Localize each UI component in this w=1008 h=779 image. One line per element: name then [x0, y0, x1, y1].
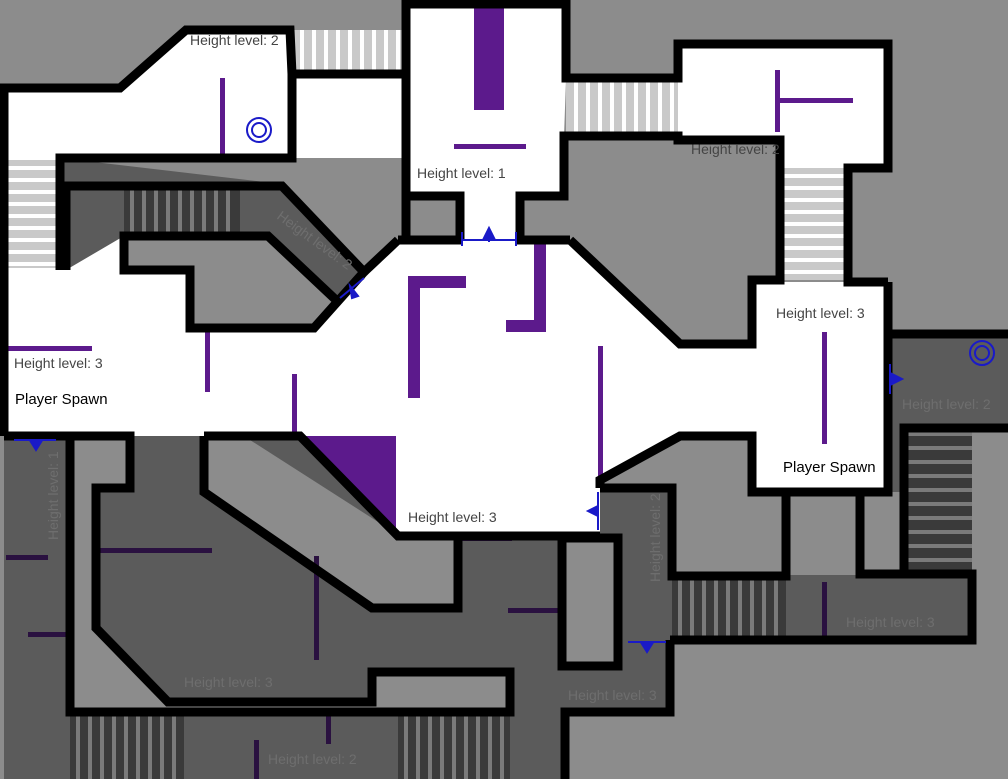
wall-bottom-main	[4, 431, 515, 717]
door-marker-center	[585, 492, 599, 530]
wall-right-island	[855, 492, 904, 579]
wall-center-diag	[360, 236, 402, 276]
stairs-inner-dark	[124, 186, 240, 234]
label-height-left-vertical: Height level: 1	[45, 451, 61, 540]
upper-room-left	[4, 236, 888, 536]
label-player-spawn-left: Player Spawn	[15, 391, 108, 408]
wall-top-center-lower	[410, 191, 465, 240]
mid-island-pillar	[562, 538, 618, 666]
stairs-bottom-right	[672, 578, 786, 636]
stairs	[6, 30, 972, 779]
label-height-3-bottom-right: Height level: 3	[846, 614, 935, 630]
stairs-left-vertical	[6, 160, 58, 268]
cover-left-post-1	[205, 328, 210, 392]
mid-island-far-right	[860, 492, 904, 572]
wall-top-left	[0, 25, 297, 436]
mid-island-left	[72, 440, 510, 712]
cover-top-center-block	[474, 6, 504, 110]
mid-island-ramp	[204, 440, 458, 608]
label-height-2-far-right: Height level: 2	[902, 396, 991, 412]
cover-center-r-horizontal	[506, 320, 546, 332]
door-markers	[14, 225, 905, 654]
stairs-bottom-center	[398, 716, 510, 779]
label-height-3-right: Height level: 3	[776, 305, 865, 321]
cover-center-r-vertical	[534, 242, 546, 332]
door-marker-bottom	[628, 641, 666, 654]
label-height-3-center: Height level: 3	[408, 509, 497, 525]
cover-center-post	[598, 346, 603, 480]
wall-pillar	[557, 533, 623, 671]
label-height-3-left: Height level: 3	[14, 355, 103, 371]
cover-top-center-bar	[454, 144, 526, 149]
wall-bottom-right	[560, 640, 675, 779]
stairs-top-center	[566, 82, 678, 132]
target-icon	[246, 117, 272, 143]
stairs-right-vertical	[782, 168, 848, 280]
wall-top-center	[401, 0, 893, 287]
stairs-far-right	[908, 426, 972, 574]
upper-room-top-center	[410, 6, 566, 242]
label-player-spawn-right: Player Spawn	[783, 459, 876, 476]
wall-inner-island	[61, 181, 371, 333]
target-icon	[969, 340, 995, 366]
cover-right-post	[822, 332, 827, 444]
label-height-center-vertical: Height level: 2	[647, 493, 663, 582]
label-height-2-top-left: Height level: 2	[190, 32, 279, 48]
inner-mid-left	[124, 236, 336, 328]
door-marker-right	[889, 364, 905, 394]
label-height-2-bottom: Height level: 2	[268, 751, 357, 767]
door-marker-top	[461, 225, 517, 246]
label-height-3-bottom-left: Height level: 3	[184, 674, 273, 690]
wall-top-center-right	[515, 131, 785, 349]
label-height-3-bottom-center: Height level: 3	[568, 687, 657, 703]
stairs-top-left	[294, 30, 406, 72]
label-height-2-top-right: Height level: 2	[691, 141, 780, 157]
labels: Height level: 2 Height level: 1 Height l…	[14, 32, 991, 767]
mid-island-right	[672, 436, 786, 575]
door-marker-diag	[339, 277, 365, 300]
cover-left-post-2	[292, 374, 297, 436]
mid-floor-islands	[60, 158, 904, 712]
door-marker-left	[14, 439, 56, 452]
cover-center-l-horizontal	[408, 276, 466, 288]
cover-left-bar	[6, 346, 92, 351]
wall-right-spawn	[595, 282, 893, 497]
wall-bottom-ramp	[199, 431, 463, 613]
wall-far-right	[670, 423, 1008, 645]
label-height-1: Height level: 1	[417, 165, 506, 181]
cover-top-right-bar	[775, 98, 853, 103]
upper-room-spawn-right	[754, 284, 888, 492]
wall-right-mid	[600, 483, 791, 581]
cover-center-l-vertical	[408, 276, 420, 398]
stairs-bottom-left	[70, 716, 184, 779]
cover-top-left-post	[220, 78, 225, 156]
